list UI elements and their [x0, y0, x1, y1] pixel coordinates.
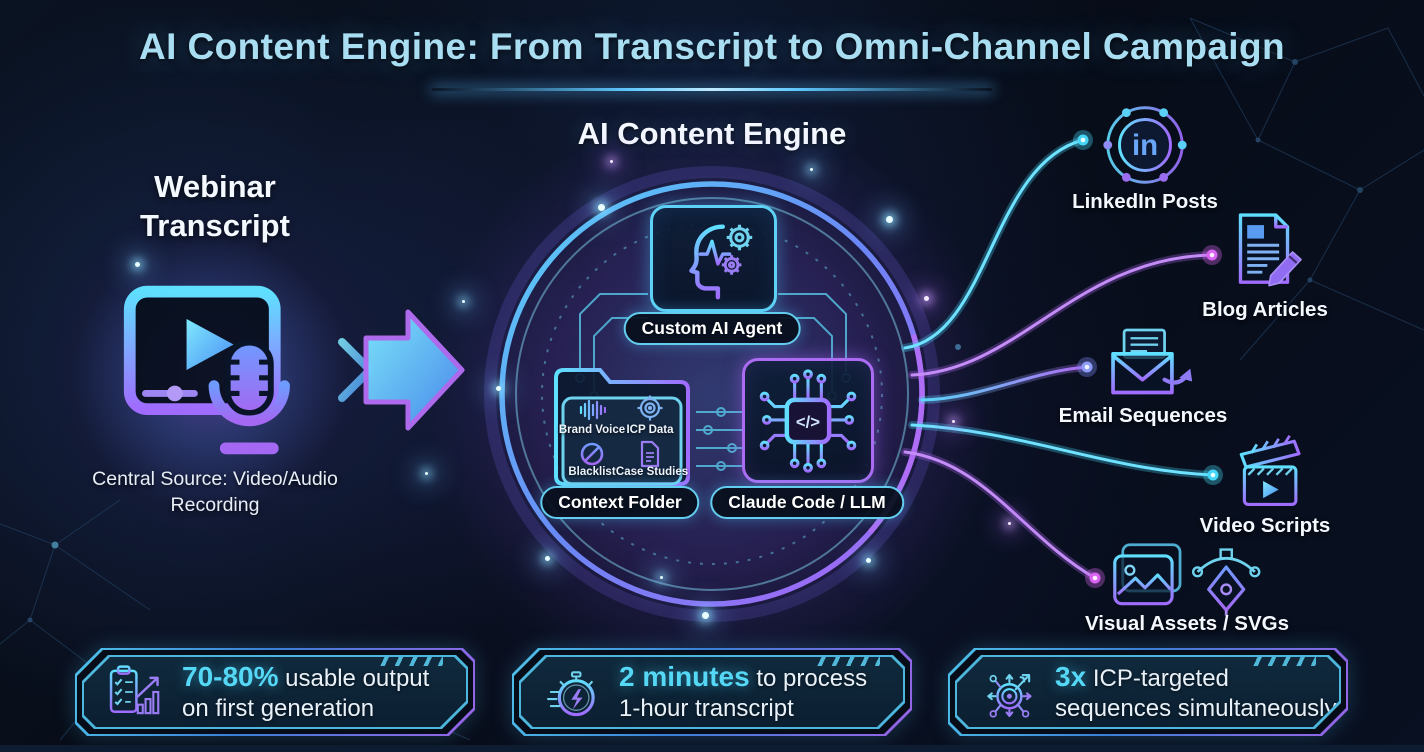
head-gears-icon	[689, 224, 753, 300]
output-label-visual: Visual Assets / SVGs	[1085, 612, 1289, 635]
stat-value: 70-80%	[182, 660, 279, 692]
output-label-blog: Blog Articles	[1202, 298, 1328, 321]
video-player-mic-icon	[123, 285, 290, 455]
folder-item-label: ICP Data	[626, 424, 674, 436]
output-label-email: Email Sequences	[1058, 404, 1228, 427]
chip-hash-decoration	[816, 657, 880, 666]
bottom-edge-bar	[0, 745, 1424, 752]
target-icon	[637, 395, 663, 421]
stat-chip-speed: 2 minutes to process 1-hour transcript	[512, 648, 912, 736]
stat-chip-output: 70-80% usable output on first generation	[75, 648, 475, 736]
waveform-icon	[579, 399, 606, 421]
sparkle	[425, 472, 428, 475]
stat-line1: to process	[749, 664, 868, 692]
sparkle	[545, 556, 550, 561]
sparkle	[1008, 522, 1011, 525]
sparkle	[610, 160, 613, 163]
linkedin-icon: in	[1103, 106, 1187, 184]
sparkle	[866, 558, 871, 563]
folder-item-label: Case Studies	[615, 466, 689, 478]
sparkle	[598, 204, 605, 211]
sparkle	[924, 296, 929, 301]
stat-chip-sequences: 3x ICP-targeted sequences simultaneously	[948, 648, 1348, 736]
context-folder-label: Context Folder	[540, 486, 700, 519]
llm-label: Claude Code / LLM	[710, 486, 904, 519]
checklist-growth-icon	[104, 661, 166, 723]
sparkle	[496, 386, 501, 391]
folder-item-label: Blacklist	[568, 466, 616, 478]
email-send-icon	[1111, 328, 1193, 395]
svg-text:</>: </>	[796, 413, 820, 432]
stat-line2: on first generation	[182, 695, 375, 723]
chip-hash-decoration	[379, 657, 443, 666]
stat-line2: 1-hour transcript	[619, 695, 794, 723]
image-and-pen-tool-icon	[1113, 543, 1261, 616]
sparkle	[135, 262, 140, 267]
output-label-linkedin: LinkedIn Posts	[1072, 190, 1218, 213]
stat-value: 2 minutes	[619, 660, 750, 692]
stat-line1: ICP-targeted	[1086, 664, 1229, 692]
stat-text: 3x ICP-targeted sequences simultaneously	[1055, 660, 1337, 724]
sparkle	[660, 576, 663, 579]
sparkle	[952, 420, 955, 423]
engine-heading: AI Content Engine	[512, 116, 912, 152]
stopwatch-bolt-icon	[541, 661, 603, 723]
stat-line1: usable output	[278, 664, 430, 692]
chip-hash-decoration	[1252, 657, 1316, 666]
stat-value: 3x	[1055, 660, 1087, 692]
engine-ring	[484, 166, 940, 622]
svg-text:in: in	[1132, 129, 1158, 162]
document-icon	[640, 440, 660, 468]
prohibition-icon	[580, 442, 604, 466]
stat-text: 70-80% usable output on first generation	[182, 660, 429, 724]
clapperboard-play-icon	[1239, 435, 1301, 506]
flow-arrow-right-icon	[338, 309, 465, 431]
stat-text: 2 minutes to process 1-hour transcript	[619, 660, 867, 724]
output-label-video: Video Scripts	[1199, 514, 1331, 537]
output-connectors	[901, 130, 1223, 588]
agent-card	[650, 205, 777, 312]
target-arrows-icon	[977, 661, 1039, 723]
source-heading: Webinar Transcript	[140, 169, 290, 243]
sparkle	[462, 300, 465, 303]
engine-glow	[412, 100, 1012, 700]
title-divider	[432, 88, 992, 91]
sparkle	[702, 612, 709, 619]
stat-line2: sequences simultaneously	[1055, 695, 1337, 723]
agent-label: Custom AI Agent	[623, 312, 801, 345]
source-caption: Central Source: Video/Audio Recording	[92, 468, 338, 517]
sparkle	[810, 168, 813, 171]
sparkle	[886, 216, 893, 223]
folder-item-label: Brand Voice	[558, 424, 626, 436]
chip-code-icon: </>	[759, 369, 857, 473]
page-title: AI Content Engine: From Transcript to Om…	[139, 26, 1285, 67]
blog-article-pencil-icon	[1238, 213, 1302, 287]
